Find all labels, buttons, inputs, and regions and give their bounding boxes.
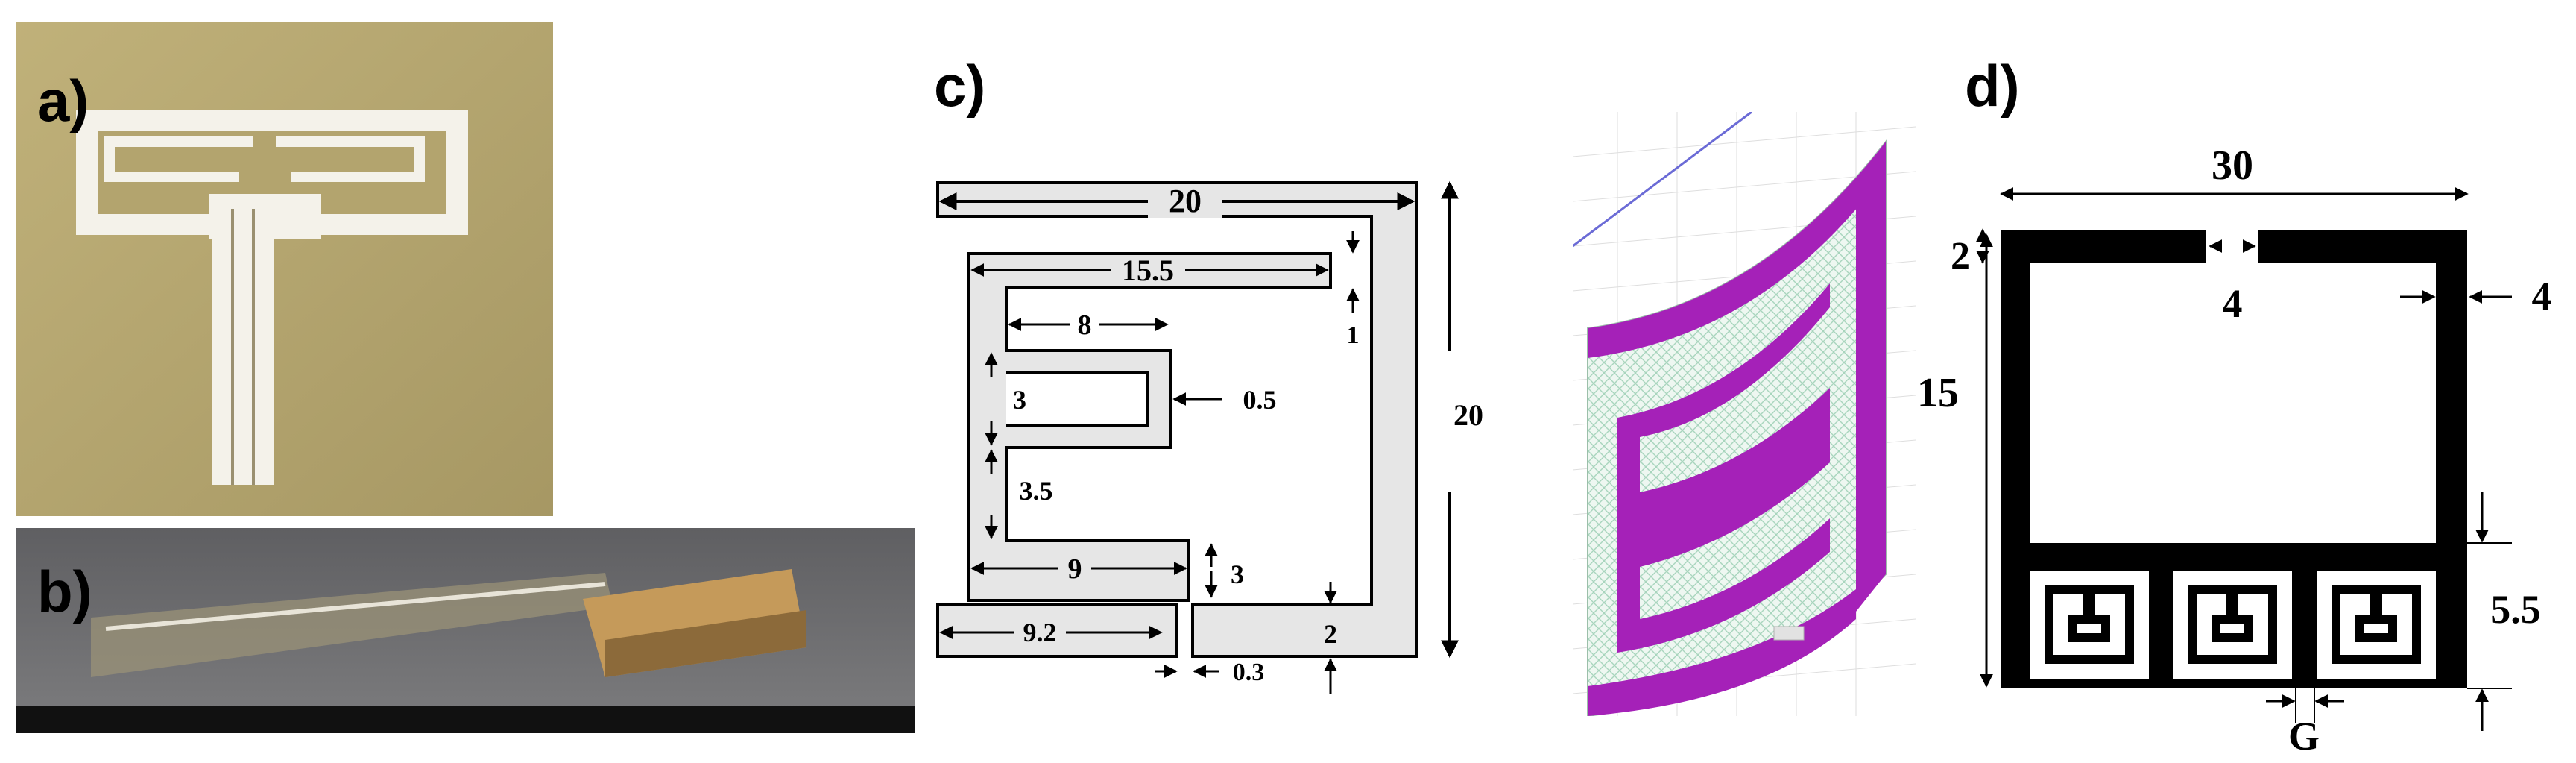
antenna-inner-left-bottom (104, 172, 239, 182)
dim-8-bg (1070, 310, 1099, 339)
antenna-frame-inner (2030, 263, 2436, 543)
panel-label-c: c) (934, 53, 986, 119)
panel-label-a: a) (37, 68, 89, 134)
photo-b-table-edge (16, 706, 915, 733)
dim-label-9: 9 (1068, 553, 1082, 585)
dim-label-4-gap: 4 (2223, 281, 2243, 326)
dim-label-5-5: 5.5 (2490, 587, 2541, 632)
dim-label-9-2: 9.2 (1023, 618, 1057, 647)
purple-top-band (1588, 142, 1886, 358)
probe-tube (91, 573, 613, 677)
dim-label-15: 15 (1917, 370, 1959, 416)
antenna-sheet (76, 110, 468, 485)
dim-label-3-upper: 3 (1013, 385, 1026, 415)
dim-label-1: 1 (1347, 321, 1360, 349)
srr-cell-3 (2317, 571, 2436, 679)
probe-highlight (105, 582, 606, 631)
panel-b-photo-image (16, 528, 915, 733)
dim-label-8: 8 (1078, 310, 1092, 341)
antenna-inner-right-side (414, 136, 425, 181)
antenna-stem (212, 231, 274, 485)
panel-label-b: b) (37, 559, 92, 624)
purple-bottom-band (1588, 589, 1856, 716)
panel-c-svg: 20 15.5 1 8 3 0.5 3.5 9 3 (924, 127, 1506, 738)
antenna-inner-left-top (104, 136, 253, 147)
outer-c-trace (936, 181, 1418, 658)
probe-head-shadow (605, 610, 806, 677)
dim-label-0-3: 0.3 (1233, 659, 1265, 686)
dim-label-g: G (2288, 714, 2320, 759)
dim-label-30: 30 (2212, 142, 2253, 189)
inner-e-trace (967, 252, 1332, 602)
dim-label-3-lower: 3 (1231, 559, 1244, 589)
panel-c-diagram: 20 15.5 1 8 3 0.5 3.5 9 3 (924, 127, 1506, 738)
panel-d-svg: 30 2 (1917, 142, 2552, 746)
axis-line-blue (1572, 110, 1752, 248)
antenna-inner-left-side (104, 136, 115, 181)
dim-label-2: 2 (1951, 235, 1970, 277)
antenna-inner-right-bottom (291, 172, 425, 182)
antenna-inner-right-top (276, 136, 425, 147)
dim-20-top-bg (1148, 185, 1222, 218)
dim-label-20-right: 20 (1453, 398, 1483, 432)
dim-label-20-top: 20 (1169, 183, 1202, 219)
inner-e-slot (1006, 371, 1149, 427)
panel-b-photo: b) (16, 528, 915, 733)
simulation-svg (1572, 110, 1916, 718)
purple-right-band (1856, 142, 1886, 612)
simulation-model (1572, 110, 1916, 718)
dim-label-15-5: 15.5 (1122, 254, 1174, 287)
panel-d-diagram: 30 2 (1893, 119, 2564, 756)
feed-port (1773, 626, 1805, 641)
photo-a-shading (16, 22, 553, 516)
dim-label-0-5: 0.5 (1243, 385, 1277, 415)
dim-9-bg (1058, 553, 1091, 583)
srr-cell-2 (2173, 571, 2292, 679)
dim-9-2-bg (1014, 618, 1066, 647)
purple-inner-e (1617, 283, 1830, 653)
dim-label-2: 2 (1324, 619, 1337, 649)
dim-label-4-side: 4 (2532, 274, 2552, 318)
dim-15-5-bg (1111, 255, 1185, 285)
srr-cell-1 (2030, 571, 2149, 679)
panel-a-photo-image (16, 22, 553, 516)
panel-a-photo: a) (16, 22, 553, 516)
dim-label-3-5: 3.5 (1020, 476, 1053, 506)
panel-label-d: d) (1965, 53, 2020, 119)
